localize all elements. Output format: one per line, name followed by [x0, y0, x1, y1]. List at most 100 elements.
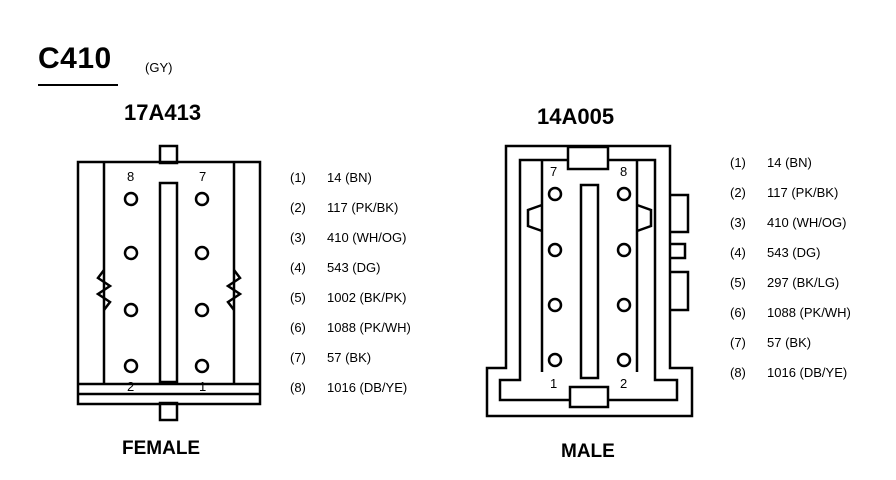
pin-number: (1)	[290, 170, 306, 185]
female-pin-6	[123, 245, 139, 261]
male-side-tab-middle	[670, 242, 687, 260]
female-face-number-1: 1	[199, 379, 206, 394]
pin-number: (7)	[290, 350, 306, 365]
female-face-number-2: 2	[127, 379, 134, 394]
list-item: (2) 117 (PK/BK)	[290, 193, 411, 223]
connector-title: C410	[38, 42, 112, 75]
list-item: (7) 57 (BK)	[730, 328, 851, 358]
male-pin-4	[616, 297, 632, 313]
pin-circuit: 543 (DG)	[767, 245, 821, 260]
female-pin-1	[194, 358, 210, 374]
pin-circuit: 57 (BK)	[327, 350, 372, 365]
female-pin-3	[194, 302, 210, 318]
pin-circuit: 1002 (BK/PK)	[327, 290, 407, 305]
pin-circuit: 1088 (PK/WH)	[767, 305, 851, 320]
male-side-tab-upper	[670, 193, 690, 234]
pin-circuit: 57 (BK)	[767, 335, 812, 350]
male-top-key	[566, 145, 610, 171]
list-item: (6) 1088 (PK/WH)	[290, 313, 411, 343]
list-item: (6) 1088 (PK/WH)	[730, 298, 851, 328]
pin-circuit: 1016 (DB/YE)	[767, 365, 848, 380]
pin-circuit: 1016 (DB/YE)	[327, 380, 408, 395]
pin-circuit: 117 (PK/BK)	[767, 185, 839, 200]
pin-number: (5)	[290, 290, 306, 305]
male-right-notch-upper	[636, 203, 653, 233]
female-pin-list: (1) 14 (BN) (2) 117 (PK/BK) (3) 410 (WH/OG)…	[290, 163, 411, 403]
pin-number: (2)	[290, 200, 306, 215]
male-label: MALE	[561, 441, 615, 462]
male-face-number-7: 7	[550, 164, 557, 179]
female-outer-housing	[76, 160, 262, 406]
connector-color: (GY)	[145, 60, 173, 75]
pin-number: (7)	[730, 335, 746, 350]
male-side-tab-lower	[670, 270, 690, 312]
list-item: (1) 14 (BN)	[730, 148, 851, 178]
list-item: (2) 117 (PK/BK)	[730, 178, 851, 208]
male-pin-6	[616, 242, 632, 258]
male-pin-2	[616, 352, 632, 368]
pin-number: (4)	[290, 260, 306, 275]
pin-number: (8)	[290, 380, 306, 395]
female-right-latch	[225, 269, 243, 311]
title-underline	[38, 84, 118, 86]
pin-circuit: 14 (BN)	[767, 155, 812, 170]
pin-circuit: 117 (PK/BK)	[327, 200, 399, 215]
male-face-number-1: 1	[550, 376, 557, 391]
male-center-divider	[579, 183, 600, 380]
female-pin-7	[194, 191, 210, 207]
list-item: (5) 1002 (BK/PK)	[290, 283, 411, 313]
female-label: FEMALE	[122, 438, 201, 459]
female-left-latch	[95, 269, 113, 311]
male-bottom-key	[568, 385, 610, 409]
pin-number: (3)	[290, 230, 306, 245]
female-top-key	[158, 144, 179, 165]
pin-number: (1)	[730, 155, 746, 170]
female-face-number-8: 8	[127, 169, 134, 184]
pin-number: (2)	[730, 185, 746, 200]
female-pin-5	[194, 245, 210, 261]
list-item: (4) 543 (DG)	[730, 238, 851, 268]
pin-circuit: 410 (WH/OG)	[327, 230, 407, 245]
female-center-divider	[158, 181, 179, 384]
pin-circuit: 410 (WH/OG)	[767, 215, 847, 230]
female-part-number: 17A413	[124, 100, 202, 125]
male-face-number-8: 8	[620, 164, 627, 179]
pin-number: (4)	[730, 245, 746, 260]
male-pin-7	[547, 186, 563, 202]
pin-number: (5)	[730, 275, 746, 290]
female-pin-8	[123, 191, 139, 207]
female-pin-cavities	[123, 191, 210, 374]
pin-circuit: 297 (BK/LG)	[767, 275, 840, 290]
male-part-number: 14A005	[537, 104, 615, 129]
male-pin-8	[616, 186, 632, 202]
male-pin-3	[547, 297, 563, 313]
female-connector-face	[76, 144, 262, 422]
pin-number: (6)	[730, 305, 746, 320]
male-pin-5	[547, 242, 563, 258]
male-left-notch-upper	[526, 203, 543, 233]
list-item: (8) 1016 (DB/YE)	[290, 373, 411, 403]
male-outer-housing	[485, 144, 694, 418]
pin-number: (8)	[730, 365, 746, 380]
pin-circuit: 1088 (PK/WH)	[327, 320, 411, 335]
female-face-number-7: 7	[199, 169, 206, 184]
pin-circuit: 543 (DG)	[327, 260, 381, 275]
list-item: (5) 297 (BK/LG)	[730, 268, 851, 298]
list-item: (7) 57 (BK)	[290, 343, 411, 373]
male-pin-1	[547, 352, 563, 368]
male-pin-cavities	[547, 186, 632, 368]
list-item: (8) 1016 (DB/YE)	[730, 358, 851, 388]
list-item: (3) 410 (WH/OG)	[730, 208, 851, 238]
list-item: (1) 14 (BN)	[290, 163, 411, 193]
female-pin-2	[123, 358, 139, 374]
male-inner-shroud	[498, 158, 679, 402]
female-pin-4	[123, 302, 139, 318]
male-connector-face	[485, 144, 694, 418]
pin-number: (6)	[290, 320, 306, 335]
male-face-number-2: 2	[620, 376, 627, 391]
list-item: (4) 543 (DG)	[290, 253, 411, 283]
pin-number: (3)	[730, 215, 746, 230]
pin-circuit: 14 (BN)	[327, 170, 372, 185]
female-bottom-key	[158, 401, 179, 422]
